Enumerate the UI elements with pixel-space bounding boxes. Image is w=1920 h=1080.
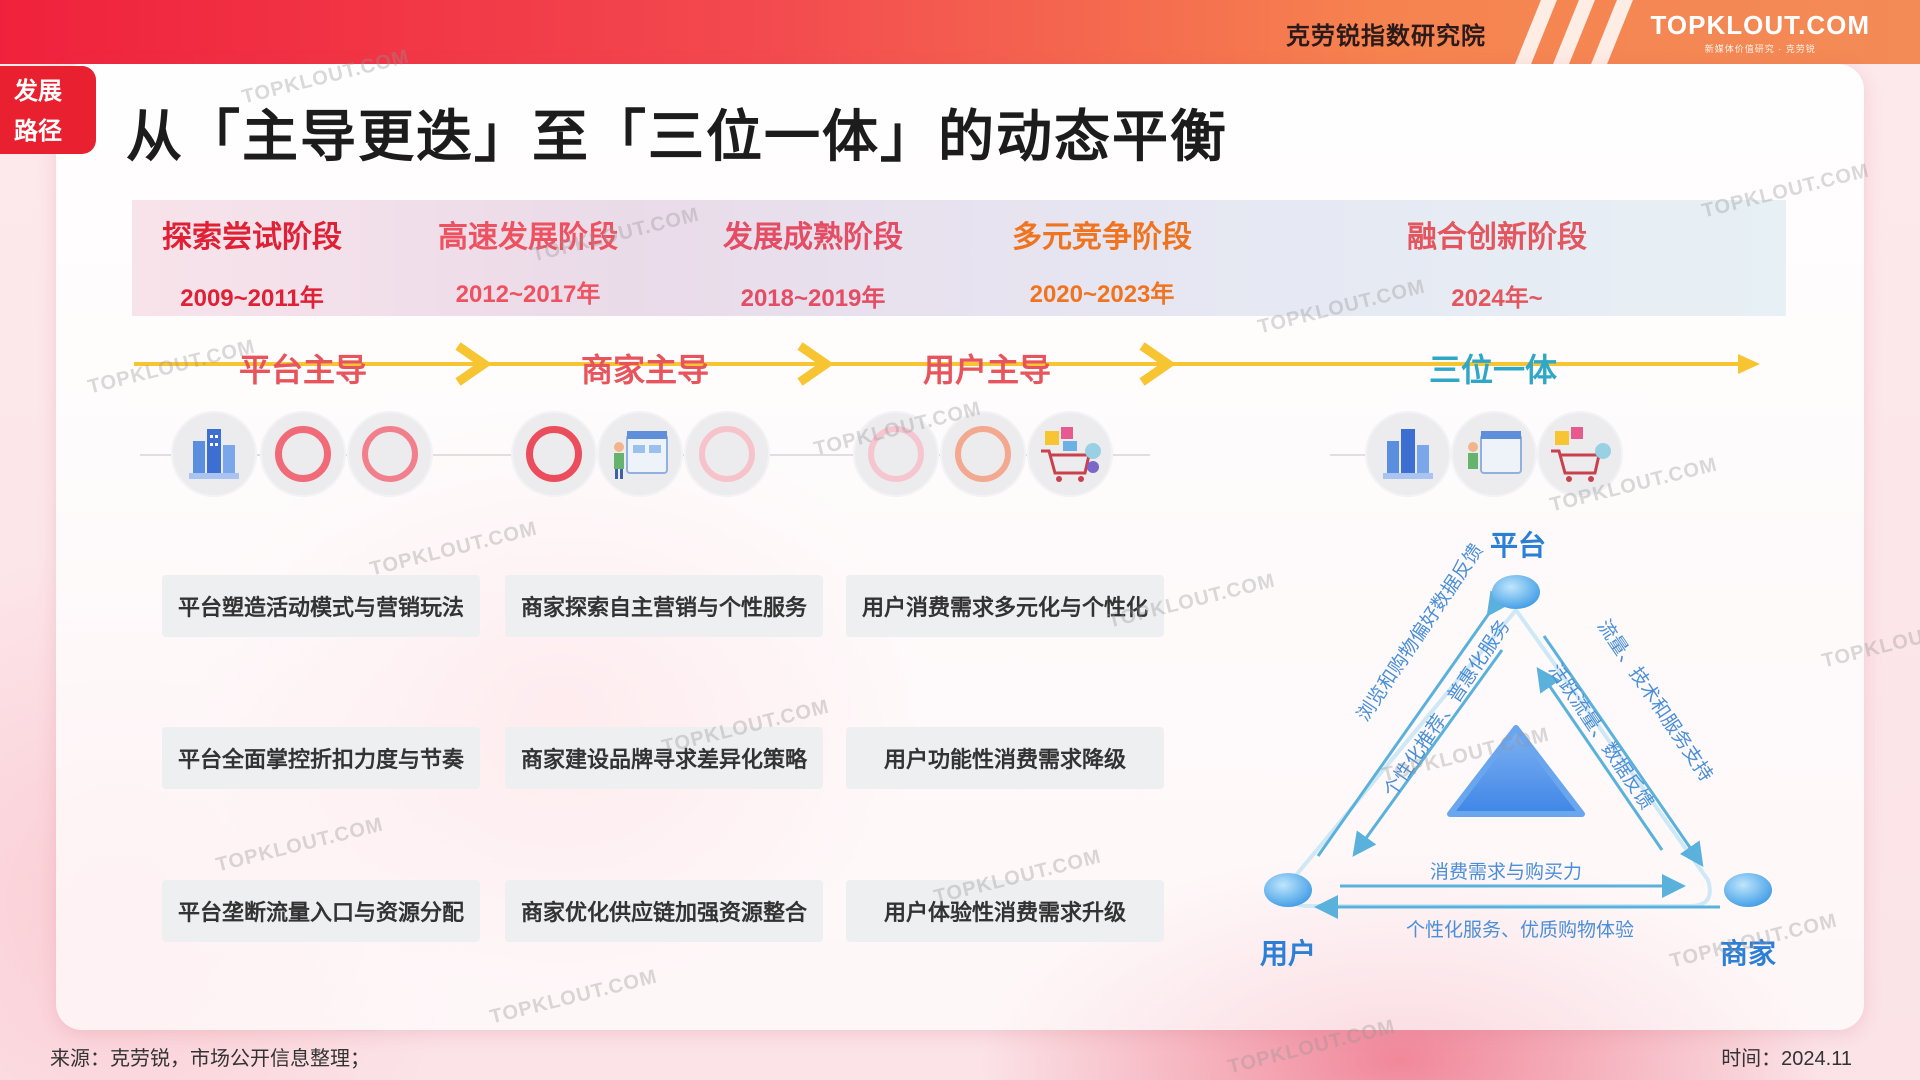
- triangle-left-label: 用户: [1260, 938, 1317, 969]
- brand-tagline: 新媒体价值研究 · 克劳锐: [1704, 44, 1816, 54]
- city-buildings-icon: [189, 429, 239, 479]
- phase-name: 多元竞争阶段: [1012, 221, 1192, 254]
- phase-name: 发展成熟阶段: [723, 221, 903, 254]
- stage-trinity: 三位一体: [1428, 352, 1557, 388]
- institute-name: 克劳锐指数研究院: [1286, 23, 1486, 50]
- user-desc-3: 用户体验性消费需求升级: [846, 880, 1164, 942]
- phase-2: 高速发展阶段 2012~2017年: [398, 212, 658, 309]
- page-title: 从「主导更迭」至「三位一体」的动态平衡: [126, 105, 1228, 168]
- storefront-icon: [614, 431, 668, 479]
- stage-merchant-led: 商家主导: [580, 352, 709, 388]
- merchant-desc-2: 商家建设品牌寻求差异化策略: [505, 727, 823, 789]
- brand-name: TOPKLOUT.COM: [1650, 10, 1870, 40]
- ring-node: [260, 411, 346, 497]
- merchant-node: [1451, 411, 1537, 497]
- phase-name: 探索尝试阶段: [162, 221, 342, 254]
- phase-4: 多元竞争阶段 2020~2023年: [972, 212, 1232, 309]
- phase-years: 2018~2019年: [740, 285, 886, 312]
- ring-node: [347, 411, 433, 497]
- phase-name: 融合创新阶段: [1407, 221, 1587, 254]
- phase-5: 融合创新阶段 2024年~: [1367, 212, 1627, 313]
- phase-band: [132, 200, 1786, 316]
- phase-3: 发展成熟阶段 2018~2019年: [683, 212, 943, 313]
- phase-1: 探索尝试阶段 2009~2011年: [122, 212, 382, 313]
- platform-desc-2: 平台全面掌控折扣力度与节奏: [162, 727, 480, 789]
- user-node: [1027, 411, 1113, 497]
- badge-line-1: 发展: [14, 78, 62, 105]
- user-desc-2: 用户功能性消费需求降级: [846, 727, 1164, 789]
- brand-logo: TOPKLOUT.COM 新媒体价值研究 · 克劳锐: [1650, 10, 1870, 55]
- shopping-cart-icon: [1551, 427, 1611, 482]
- badge-line-2: 路径: [14, 118, 62, 145]
- storefront-icon: [1468, 431, 1522, 474]
- section-badge: 发展 路径: [0, 66, 96, 154]
- ring-node: [511, 411, 597, 497]
- ring-node: [853, 411, 939, 497]
- shopping-cart-icon: [1041, 427, 1101, 482]
- platform-node: [1365, 411, 1451, 497]
- ring-node: [684, 411, 770, 497]
- top-banner: 克劳锐指数研究院 TOPKLOUT.COM 新媒体价值研究 · 克劳锐: [0, 0, 1920, 68]
- platform-desc-3: 平台垄断流量入口与资源分配: [162, 880, 480, 942]
- user-desc-1: 用户消费需求多元化与个性化: [846, 575, 1164, 637]
- phase-years: 2012~2017年: [455, 281, 601, 308]
- stage-platform-led: 平台主导: [238, 352, 367, 388]
- date-note: 时间：2024.11: [1721, 1048, 1852, 1070]
- edge-bottom-inner-label: 消费需求与购买力: [1430, 861, 1582, 883]
- phase-years: 2009~2011年: [180, 285, 324, 312]
- merchant-desc-3: 商家优化供应链加强资源整合: [505, 880, 823, 942]
- triangle-right-label: 商家: [1720, 938, 1777, 969]
- merchant-node: [597, 411, 683, 497]
- user-node: [1537, 411, 1623, 497]
- merchant-desc-1: 商家探索自主营销与个性服务: [505, 575, 823, 637]
- stage-user-led: 用户主导: [922, 352, 1051, 388]
- city-buildings-icon: [1383, 429, 1433, 479]
- edge-bottom-outer-label: 个性化服务、优质购物体验: [1406, 919, 1634, 941]
- triangle-top-label: 平台: [1490, 530, 1547, 561]
- phase-years: 2020~2023年: [1029, 281, 1175, 308]
- phase-years: 2024年~: [1451, 285, 1543, 312]
- platform-desc-1: 平台塑造活动模式与营销玩法: [162, 575, 480, 637]
- source-note: 来源：克劳锐，市场公开信息整理；: [50, 1048, 370, 1070]
- ring-node: [940, 411, 1026, 497]
- platform-node: [171, 411, 257, 497]
- phase-name: 高速发展阶段: [438, 221, 618, 254]
